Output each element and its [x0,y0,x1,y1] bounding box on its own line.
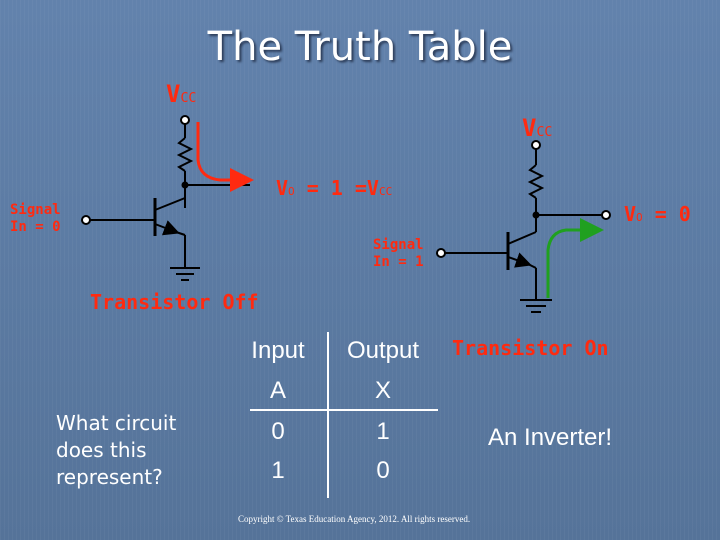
left-output-label: VO = 1 =VCC [276,176,393,200]
left-resistor [176,137,194,172]
right-current-arrow [546,218,604,298]
right-input-terminal [436,248,446,258]
truth-table-cell: 0 [271,418,285,445]
left-transistor-state: Transistor Off [90,290,259,314]
truth-table-cell: 1 [271,457,285,484]
page-title: The Truth Table [207,24,513,70]
right-transistor-state: Transistor On [452,336,609,360]
question-text: What circuit does this represent? [56,411,177,489]
left-input-terminal [81,215,91,225]
truth-table-header-input: Input [251,337,305,364]
right-output-terminal [601,210,611,220]
right-resistor [527,164,545,199]
right-circuit [436,140,611,313]
right-vcc-label: VCC [522,114,553,142]
left-vcc-terminal [180,115,190,125]
truth-table-cell: 0 [376,457,390,484]
answer-text: An Inverter! [488,424,613,451]
copyright-text: Copyright © Texas Education Agency, 2012… [238,514,471,524]
truth-table-column-x: X [374,377,391,404]
right-output-label: VO = 0 [624,202,691,226]
truth-table-cell: 1 [376,418,390,445]
truth-table-column-a: A [269,377,286,404]
left-vcc-label: VCC [166,80,197,108]
truth-table-header-output: Output [346,337,420,364]
right-vcc-terminal [531,140,541,150]
left-circuit [81,115,250,281]
left-current-arrow [196,122,254,192]
